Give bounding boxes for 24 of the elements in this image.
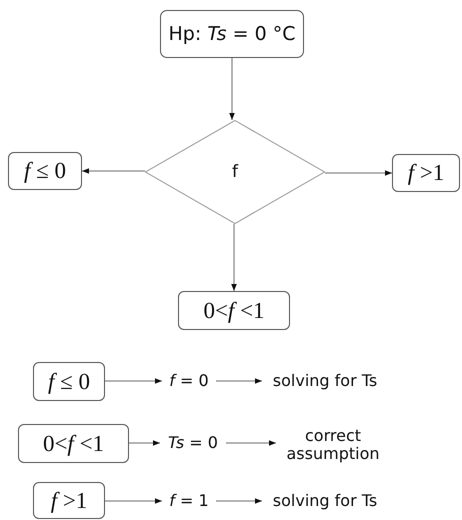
- result-text: solving for Ts: [262, 488, 388, 514]
- result-text: correct assumption: [276, 423, 390, 467]
- condition-box: 0<f <1: [178, 291, 290, 330]
- condition-box: f >1: [33, 482, 105, 519]
- result-text: f = 0: [162, 368, 216, 394]
- arrow: [229, 58, 235, 120]
- arrow: [324, 170, 392, 176]
- arrow: [128, 440, 160, 446]
- condition-box: 0<f <1: [18, 424, 129, 463]
- arrow: [231, 224, 237, 292]
- arrow: [104, 378, 162, 384]
- condition-box: f ≤ 0: [33, 362, 105, 401]
- arrow: [216, 498, 262, 504]
- arrow: [82, 168, 146, 174]
- arrow: [226, 440, 276, 446]
- hypothesis-box: Hp: Ts = 0 °C: [160, 10, 304, 58]
- decision-label: f: [232, 162, 238, 182]
- result-text: Ts = 0: [160, 430, 226, 456]
- arrow: [104, 498, 162, 504]
- condition-box: f >1: [392, 154, 460, 192]
- result-text: solving for Ts: [262, 368, 388, 394]
- arrow: [216, 378, 262, 384]
- result-text: f = 1: [162, 488, 216, 514]
- condition-box: f ≤ 0: [8, 152, 82, 190]
